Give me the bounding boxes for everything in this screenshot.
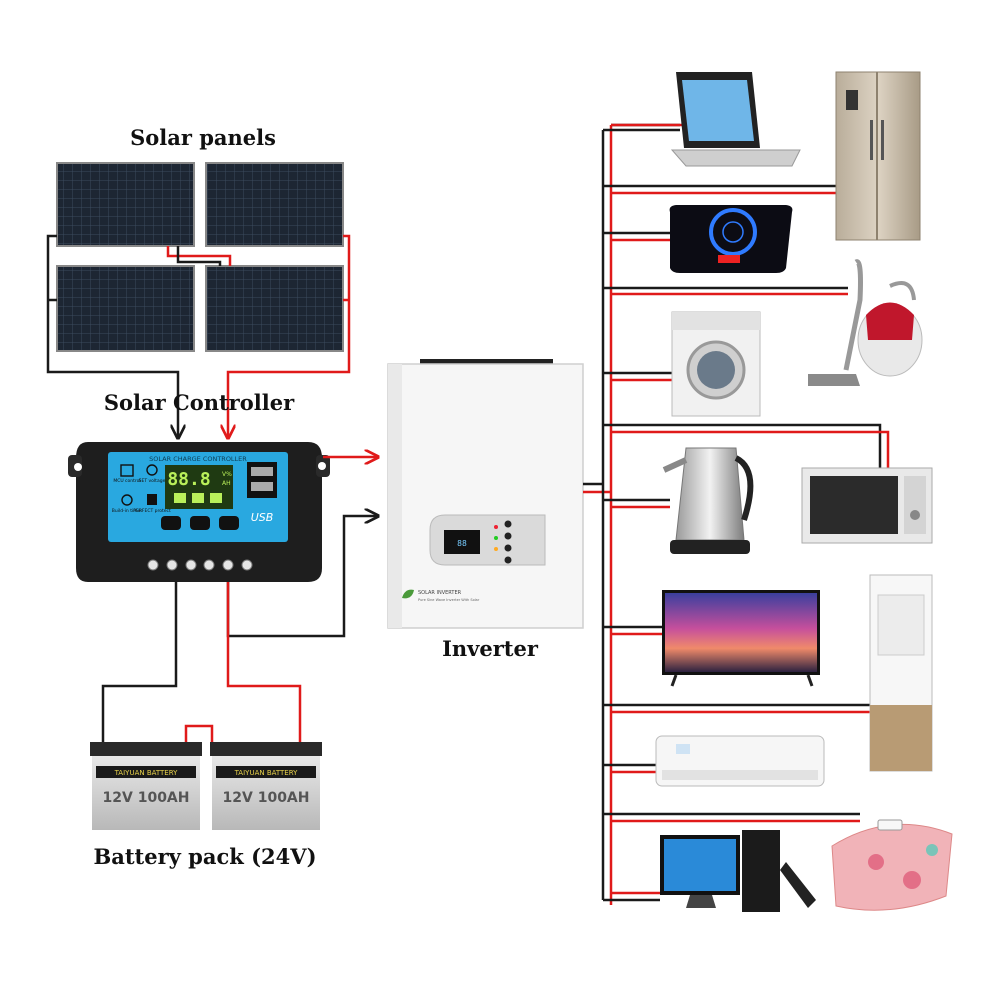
refrigerator-icon xyxy=(835,71,921,241)
laptop-icon xyxy=(670,72,801,167)
solar-panel xyxy=(205,162,344,247)
ac-distribution-wiring xyxy=(583,123,890,905)
split-air-conditioner-icon xyxy=(655,735,825,787)
television-icon xyxy=(662,590,820,687)
lcd-units-bottom: AH xyxy=(222,480,231,487)
feature-timer: Build-in timer xyxy=(112,508,143,514)
inverter-indicator-lights xyxy=(494,520,512,564)
induction-cooker-icon xyxy=(669,205,793,273)
washing-machine-icon xyxy=(671,311,761,417)
battery-pack-label: Battery pack (24V) xyxy=(93,844,316,869)
tower-air-conditioner-icon xyxy=(869,574,933,772)
inverter: 88 SOLAR INVERTER Pure Sine Wave Inverte… xyxy=(387,359,584,629)
solar-controller-label: Solar Controller xyxy=(104,390,295,415)
controller-title: SOLAR CHARGE CONTROLLER xyxy=(149,455,247,463)
controller-button-up xyxy=(190,516,210,530)
inverter-subtitle: Pure Sine Wave Inverter With Solar xyxy=(418,598,480,602)
solar-panel xyxy=(56,162,195,247)
solar-panel-array xyxy=(56,162,344,352)
lcd-value: 88.8 xyxy=(167,469,210,490)
controller-button-menu xyxy=(161,516,181,530)
vacuum-cleaner-icon xyxy=(808,259,923,386)
battery-rating: 12V 100AH xyxy=(223,790,310,806)
controller-to-battery-wiring xyxy=(101,582,302,742)
feature-set: SET voltage xyxy=(139,478,166,484)
battery-rating: 12V 100AH xyxy=(103,790,190,806)
inverter-leaf-logo xyxy=(402,589,414,599)
feature-mcu: MCU control xyxy=(113,478,140,484)
kettle-icon xyxy=(662,447,754,554)
battery: TAIYUAN BATTERY 12V 100AH xyxy=(210,742,322,830)
solar-panels-label: Solar panels xyxy=(130,125,276,150)
solar-panel xyxy=(56,265,195,352)
controller-buttons xyxy=(161,516,239,530)
inverter-brand: SOLAR INVERTER xyxy=(418,590,462,596)
controller-feature-icons: MCU control SET voltage Build-in timer P… xyxy=(112,464,171,514)
battery-pack: TAIYUAN BATTERY 12V 100AH TAIYUAN BATTER… xyxy=(90,742,322,830)
inverter-display xyxy=(444,530,480,554)
usb-ports: USB xyxy=(247,462,277,524)
electric-blanket-icon xyxy=(831,819,953,911)
desktop-computer-icon xyxy=(660,830,816,912)
controller-button-down xyxy=(219,516,239,530)
charge-controller: SOLAR CHARGE CONTROLLER 88.8 V% AH USB M… xyxy=(68,442,330,582)
battery-brand: TAIYUAN BATTERY xyxy=(234,769,299,777)
lcd-units-top: V% xyxy=(222,471,232,478)
panel-wiring xyxy=(46,234,351,438)
lcd-battery-icon xyxy=(174,493,222,503)
inverter-label: Inverter xyxy=(442,636,539,661)
battery: TAIYUAN BATTERY 12V 100AH xyxy=(90,742,202,830)
svg-text:88: 88 xyxy=(457,539,467,548)
controller-terminals xyxy=(147,559,253,571)
battery-brand: TAIYUAN BATTERY xyxy=(114,769,179,777)
usb-label: USB xyxy=(251,511,274,524)
solar-panel xyxy=(205,265,344,352)
microwave-icon xyxy=(801,467,933,544)
feature-protect: PERFECT protect xyxy=(133,508,171,514)
